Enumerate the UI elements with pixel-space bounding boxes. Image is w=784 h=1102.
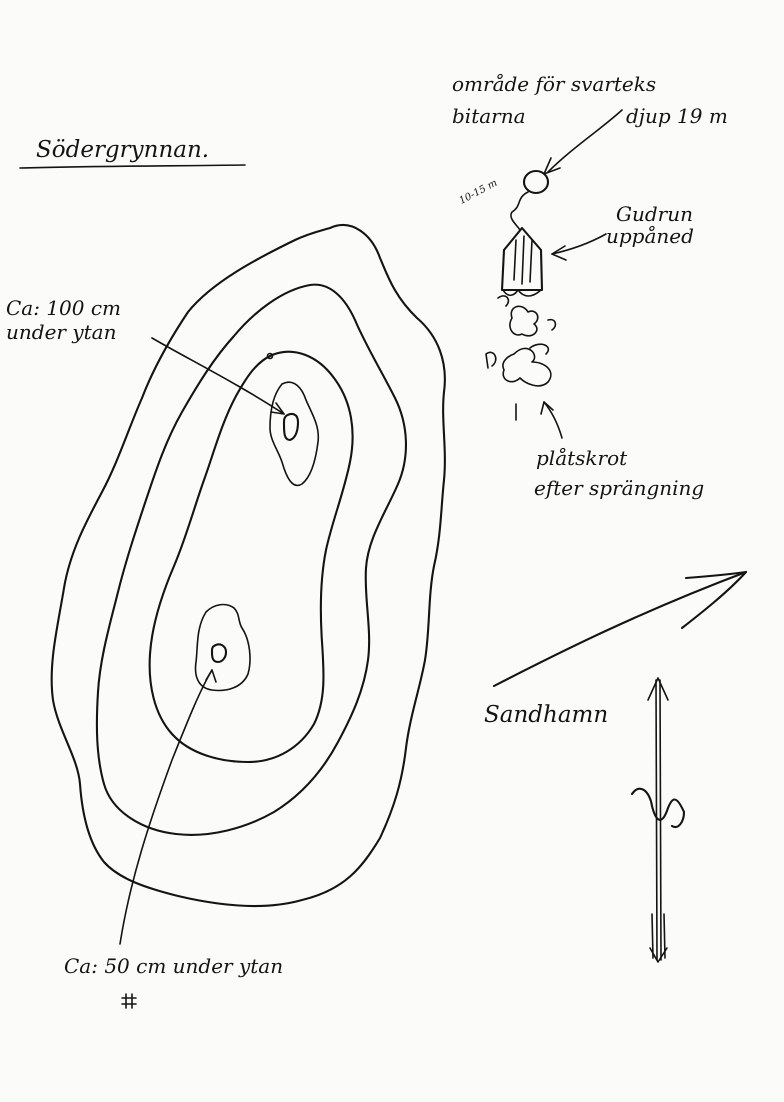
- scrap-leader: [543, 401, 563, 439]
- asterisk-rock-icon: [121, 993, 137, 1009]
- shoal-peak-north: [282, 412, 300, 442]
- shoal-north-arrowhead: [270, 402, 285, 415]
- direction-arrow-icon: [492, 570, 748, 688]
- distance-line: [510, 191, 529, 231]
- wreck-label-line1: Gudrun: [616, 202, 693, 226]
- depth-contour-2: [95, 283, 407, 836]
- wreck-arrowhead: [551, 245, 567, 261]
- depth-contour-inner-south: [194, 603, 251, 692]
- scrap-debris-icon: [485, 295, 557, 421]
- svartek-area-arrowhead: [543, 157, 561, 175]
- scrap-arrowhead: [540, 401, 554, 415]
- svartek-area-label-line1: område för svarteks: [452, 72, 657, 96]
- shoal-north-label-line1: Ca: 100 cm: [6, 296, 122, 320]
- scrap-label-line2: efter sprängning: [534, 476, 705, 500]
- contour-mark: [266, 352, 274, 360]
- title-underline: [19, 164, 246, 169]
- chart-title: Södergrynnan.: [36, 137, 210, 163]
- shoal-south-leader: [119, 669, 213, 945]
- sandhamn-label: Sandhamn: [484, 702, 609, 728]
- north-arrow-icon: [630, 677, 686, 963]
- depth-contour-inner-north: [269, 381, 320, 487]
- shoal-north-label-line2: under ytan: [6, 320, 117, 344]
- depth-label: djup 19 m: [626, 104, 728, 128]
- svartek-area-label-line2-left: bitarna: [452, 104, 526, 128]
- shoal-south-arrowhead: [205, 669, 217, 683]
- shoal-south-label: Ca: 50 cm under ytan: [64, 954, 284, 978]
- wreck-gudrun-icon: [500, 226, 544, 297]
- scrap-label-line1: plåtskrot: [536, 446, 628, 470]
- depth-contour-outer: [50, 224, 446, 908]
- shoal-north-leader: [151, 337, 285, 415]
- svartek-area-leader: [547, 109, 623, 173]
- depth-contour-3: [148, 350, 354, 764]
- shoal-peak-south: [210, 643, 228, 664]
- wreck-leader: [551, 233, 607, 255]
- wreck-label-line2: uppåned: [606, 224, 694, 248]
- svartek-area-marker: [522, 169, 550, 195]
